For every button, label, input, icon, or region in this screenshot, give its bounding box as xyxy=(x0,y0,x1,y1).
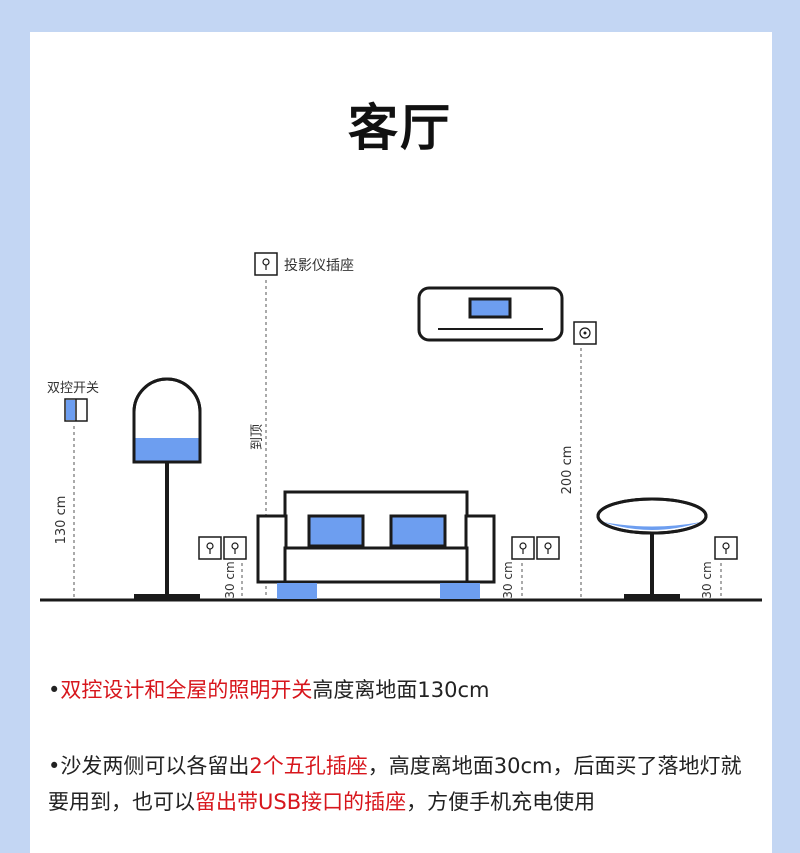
projector-socket-label: 投影仪插座 xyxy=(284,258,354,274)
dual-switch-label: 双控开关 xyxy=(47,381,99,396)
body-text: ，高度离地面30cm，后面买了落地灯就要用到，也可以 xyxy=(48,754,742,814)
far-right-socket-height-label: 30 cm xyxy=(700,561,714,598)
body-text: ，方便手机充电使用 xyxy=(406,790,596,814)
air-conditioner xyxy=(417,286,564,342)
highlight-text: 2个五孔插座 xyxy=(249,754,368,778)
left-socket-height-label: 30 cm xyxy=(223,561,237,598)
side-table xyxy=(596,497,708,599)
sofa xyxy=(256,490,496,599)
switch-height-label: 130 cm xyxy=(54,496,69,545)
dual-switch-icon xyxy=(64,398,88,422)
right-socket-height-label: 30 cm xyxy=(501,561,515,598)
ac-height-label: 200 cm xyxy=(560,446,575,495)
highlight-text: 留出带USB接口的插座 xyxy=(195,790,407,814)
bullet-socket-advice: •沙发两侧可以各留出2个五孔插座，高度离地面30cm，后面买了落地灯就要用到，也… xyxy=(48,748,748,820)
to-ceiling-label: 到顶 xyxy=(250,424,265,450)
page-title: 客厅 xyxy=(348,99,452,157)
body-text: •沙发两侧可以各留出 xyxy=(48,754,250,778)
floor-lamp xyxy=(132,377,202,599)
body-text: 高度离地面130cm xyxy=(312,678,490,702)
socket-far-right-icon xyxy=(714,536,738,560)
bullet-switch-height: •双控设计和全屋的照明开关高度离地面130cm xyxy=(48,672,748,708)
socket-right-1-icon xyxy=(511,536,535,560)
living-room-diagram: 双控开关 130 cm 30 cm 投影仪插座 到顶 xyxy=(40,252,762,602)
body-text: • xyxy=(48,678,61,702)
socket-right-2-icon xyxy=(536,536,560,560)
projector-socket-icon xyxy=(254,252,278,276)
socket-left-2-icon xyxy=(223,536,247,560)
ac-socket-icon xyxy=(573,321,597,345)
socket-left-1-icon xyxy=(198,536,222,560)
highlight-text: 双控设计和全屋的照明开关 xyxy=(60,678,313,702)
